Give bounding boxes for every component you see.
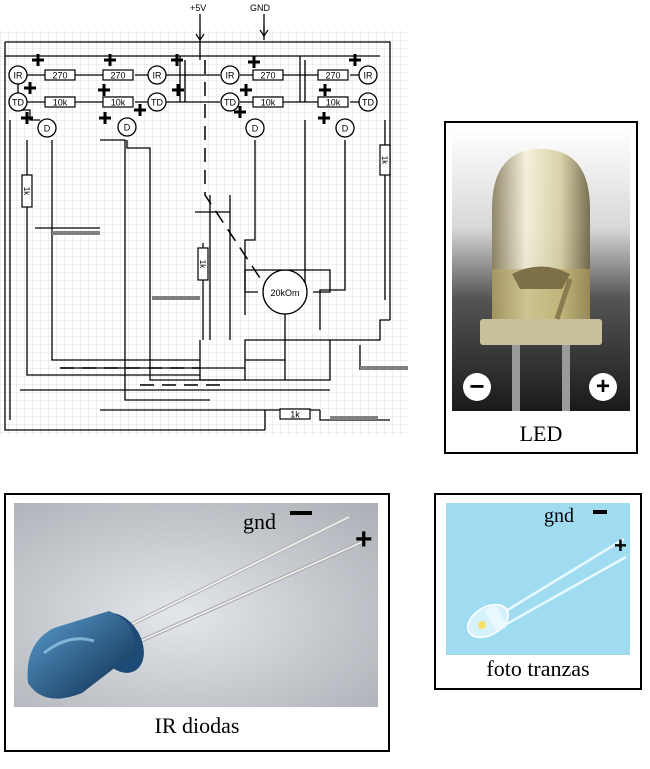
td-detector-2: TD: [147, 92, 167, 112]
ir-emitter-2-label: IR: [153, 71, 163, 81]
d-phototransistor-1: D: [37, 118, 57, 138]
resistor-1k-left: 1k: [21, 174, 33, 208]
ir-minus-icon: [290, 511, 312, 515]
td-detector-4-label: TD: [362, 98, 374, 108]
led-photo: [452, 129, 630, 411]
ir-emitter-2: IR: [147, 65, 167, 85]
circuit-wires: [4, 14, 391, 431]
resistor-1k-middle-label: 1k: [198, 260, 207, 269]
resistor-270-3-label: 270: [260, 71, 275, 81]
td-detector-3-label: TD: [224, 98, 236, 108]
plus-mark-11: [21, 112, 33, 124]
d-phototransistor-1-label: D: [44, 124, 51, 134]
plus-mark-8: [172, 84, 184, 96]
ir-plus-icon: +: [355, 523, 373, 556]
ir-emitter-3: IR: [220, 65, 240, 85]
plus-mark-6: [24, 82, 36, 94]
plus-mark-7: [98, 84, 110, 96]
td-detector-2-label: TD: [151, 98, 163, 108]
d-phototransistor-3: D: [245, 118, 265, 138]
resistor-1k-left-label: 1k: [22, 187, 31, 196]
resistor-270-2: 270: [102, 69, 134, 81]
resistor-270-4-label: 270: [325, 71, 340, 81]
led-plus-icon: +: [589, 373, 617, 401]
potentiometer-20kom: 20kOm: [262, 269, 308, 315]
plus-mark-9: [240, 84, 252, 96]
resistor-10k-4-label: 10k: [326, 98, 341, 108]
plus-mark-10: [319, 84, 331, 96]
ir-emitter-4: IR: [358, 65, 378, 85]
ir-diode-panel: gnd + IR diodas: [4, 493, 390, 752]
resistor-10k-1-label: 10k: [53, 98, 68, 108]
supply-label: +5V: [190, 3, 206, 13]
resistor-1k-bottom: 1k: [279, 408, 311, 420]
display-bars: [52, 231, 408, 420]
d-phototransistor-2: D: [117, 117, 137, 137]
resistor-270-3: 270: [252, 69, 284, 81]
photo-caption: foto tranzas: [486, 656, 590, 681]
resistor-10k-2: 10k: [102, 96, 134, 108]
resistor-10k-4: 10k: [317, 96, 349, 108]
td-detector-1: TD: [8, 92, 28, 112]
plus-mark-1: [32, 54, 44, 66]
photo-gnd-label: gnd: [544, 505, 574, 527]
resistor-1k-right: 1k: [379, 144, 391, 176]
resistor-1k-middle: 1k: [197, 247, 209, 281]
td-detector-4: TD: [358, 92, 378, 112]
ir-emitter-3-label: IR: [226, 71, 236, 81]
ir-emitter-1: IR: [8, 65, 28, 85]
d-phototransistor-3-label: D: [252, 124, 259, 134]
switch-lines: [60, 60, 261, 386]
resistor-10k-3-label: 10k: [261, 98, 276, 108]
ir-emitter-1-label: IR: [14, 71, 24, 81]
photo-minus-icon: [593, 510, 607, 514]
resistor-10k-2-label: 10k: [111, 98, 126, 108]
d-phototransistor-4-label: D: [342, 124, 349, 134]
resistor-270-4: 270: [317, 69, 349, 81]
plus-mark-5: [349, 54, 361, 66]
pot-label: 20kOm: [270, 288, 299, 298]
plus-mark-12: [99, 112, 111, 124]
phototransistor-photo: [446, 503, 630, 655]
td-detector-3: TD: [220, 92, 240, 112]
resistor-10k-1: 10k: [44, 96, 76, 108]
led-minus-icon: −: [463, 373, 491, 401]
ir-diode-photo: [14, 503, 378, 707]
ir-gnd-label: gnd: [243, 509, 276, 534]
resistor-1k-right-label: 1k: [380, 156, 389, 165]
phototransistor-panel: gnd + foto tranzas: [434, 493, 642, 690]
td-detector-1-label: TD: [12, 98, 24, 108]
resistor-1k-bottom-label: 1k: [290, 410, 300, 420]
plus-mark-15: [318, 112, 330, 124]
resistor-270-2-label: 270: [110, 71, 125, 81]
led-panel: − + LED: [444, 121, 638, 454]
plus-mark-3: [171, 54, 183, 66]
plus-mark-4: [248, 56, 260, 68]
resistor-270-1-label: 270: [52, 71, 67, 81]
ground-label: GND: [250, 3, 271, 13]
resistor-270-1: 270: [44, 69, 76, 81]
d-phototransistor-4: D: [335, 118, 355, 138]
d-phototransistor-2-label: D: [124, 123, 131, 133]
ir-caption: IR diodas: [154, 713, 240, 738]
ir-emitter-4-label: IR: [364, 71, 374, 81]
led-caption: LED: [519, 421, 563, 446]
plus-mark-13: [134, 104, 146, 116]
plus-mark-14: [234, 106, 246, 118]
plus-mark-2: [104, 54, 116, 66]
photo-plus-icon: +: [614, 533, 627, 558]
resistor-10k-3: 10k: [252, 96, 284, 108]
circuit-schematic: IR IR IR IR TD TD TD TD D D D D 270 270 270 270 10k 10k 10…: [0, 3, 408, 435]
